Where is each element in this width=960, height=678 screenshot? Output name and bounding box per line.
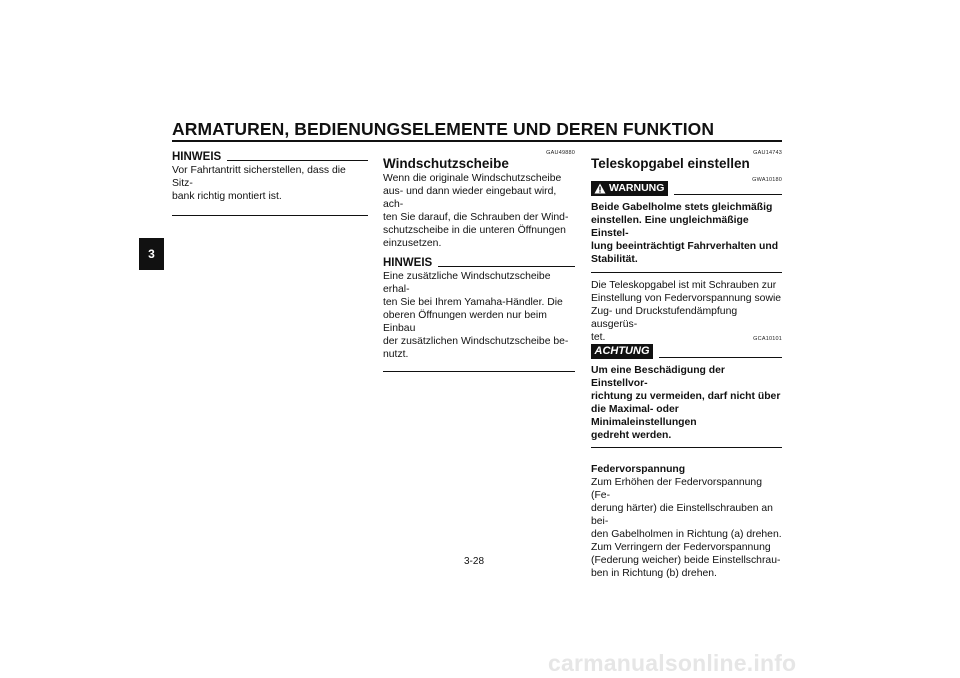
paragraph-line: Zug- und Druckstufendämpfung ausgerüs- <box>591 306 738 330</box>
warning-text-line: Stabilität. <box>591 254 638 265</box>
warning-text-line: Beide Gabelholme stets gleichmäßig <box>591 202 773 213</box>
caution-badge: ACHTUNG <box>591 344 653 359</box>
column-1: HINWEIS Vor Fahrtantritt sicherstellen, … <box>172 150 368 216</box>
note-text-line: bank richtig montiert ist. <box>172 191 282 202</box>
note-text-line: Vor Fahrtantritt sicherstellen, dass die… <box>172 165 346 189</box>
warning-end-rule <box>591 272 782 273</box>
caution-text-line: richtung zu vermeiden, darf nicht über <box>591 391 781 402</box>
body-line: (Federung weicher) beide Einstellschrau- <box>591 555 781 566</box>
warning-badge: WARNUNG <box>591 181 669 196</box>
warning-code: GWA10180 <box>752 177 782 183</box>
paragraph-line: aus- und dann wieder eingebaut wird, ach… <box>383 186 557 210</box>
warning-triangle-icon <box>594 183 606 194</box>
section-heading: Windschutzscheibe <box>383 156 509 171</box>
caution-header: ACHTUNG <box>591 344 782 359</box>
section-code: GAU49880 <box>546 150 575 156</box>
note-label: HINWEIS <box>383 257 433 269</box>
subheading: Federvorspannung <box>591 464 686 475</box>
paragraph-line: ten Sie darauf, die Schrauben der Wind- <box>383 212 569 223</box>
caution-code: GCA10101 <box>753 336 782 342</box>
body-line: derung härter) die Einstellschrauben an … <box>591 503 773 527</box>
caution-text-line: gedreht werden. <box>591 430 672 441</box>
note-text-line: Eine zusätzliche Windschutzscheibe erhal… <box>383 271 551 295</box>
page-title: ARMATUREN, BEDIENUNGSELEMENTE UND DEREN … <box>172 119 715 139</box>
caution-text-line: die Maximal- oder Minimaleinstellungen <box>591 404 697 428</box>
note-text-line: oberen Öffnungen werden nur beim Einbau <box>383 310 547 334</box>
body-line: Zum Erhöhen der Federvorspannung (Fe- <box>591 477 762 501</box>
paragraph-line: Wenn die originale Windschutzscheibe <box>383 173 562 184</box>
note-label: HINWEIS <box>172 151 222 163</box>
warning-text-line: einstellen. Eine ungleichmäßige Einstel- <box>591 215 749 239</box>
title-rule <box>172 140 782 142</box>
caution-rule <box>659 357 782 358</box>
paragraph-line: tet. <box>591 332 606 343</box>
section-heading: Teleskopgabel einstellen <box>591 156 750 171</box>
section-code: GAU14743 <box>753 150 782 156</box>
note-rule <box>227 160 368 161</box>
note-header: HINWEIS <box>383 256 575 270</box>
watermark: carmanualsonline.info <box>548 650 797 676</box>
note-end-rule <box>172 215 368 216</box>
paragraph-line: Die Teleskopgabel ist mit Schrauben zur <box>591 280 777 291</box>
caution-end-rule <box>591 447 782 448</box>
note-end-rule <box>383 371 575 372</box>
paragraph-line: einzusetzen. <box>383 238 442 249</box>
column-2: GAU49880 Windschutzscheibe Wenn die orig… <box>383 150 575 372</box>
column-3: GAU14743 Teleskopgabel einstellen GWA101… <box>591 150 782 580</box>
note-header: HINWEIS <box>172 150 368 164</box>
page-number: 3-28 <box>464 556 485 567</box>
paragraph-line: schutzscheibe in die unteren Öffnungen <box>383 225 566 236</box>
body-line: den Gabelholmen in Richtung (a) drehen. <box>591 529 782 540</box>
body-line: ben in Richtung (b) drehen. <box>591 568 717 579</box>
chapter-tab: 3 <box>139 238 164 270</box>
warning-rule <box>674 194 782 195</box>
paragraph-line: Einstellung von Federvorspannung sowie <box>591 293 782 304</box>
body-line: Zum Verringern der Federvorspannung <box>591 542 771 553</box>
warning-text-line: lung beeinträchtigt Fahrverhalten und <box>591 241 779 252</box>
note-text-line: nutzt. <box>383 349 409 360</box>
caution-text-line: Um eine Beschädigung der Einstellvor- <box>591 365 725 389</box>
warning-header: WARNUNG <box>591 181 782 196</box>
warning-label: WARNUNG <box>609 182 665 194</box>
note-text-line: der zusätzlichen Windschutzscheibe be- <box>383 336 569 347</box>
note-rule <box>438 266 575 267</box>
note-text-line: ten Sie bei Ihrem Yamaha-Händler. Die <box>383 297 563 308</box>
